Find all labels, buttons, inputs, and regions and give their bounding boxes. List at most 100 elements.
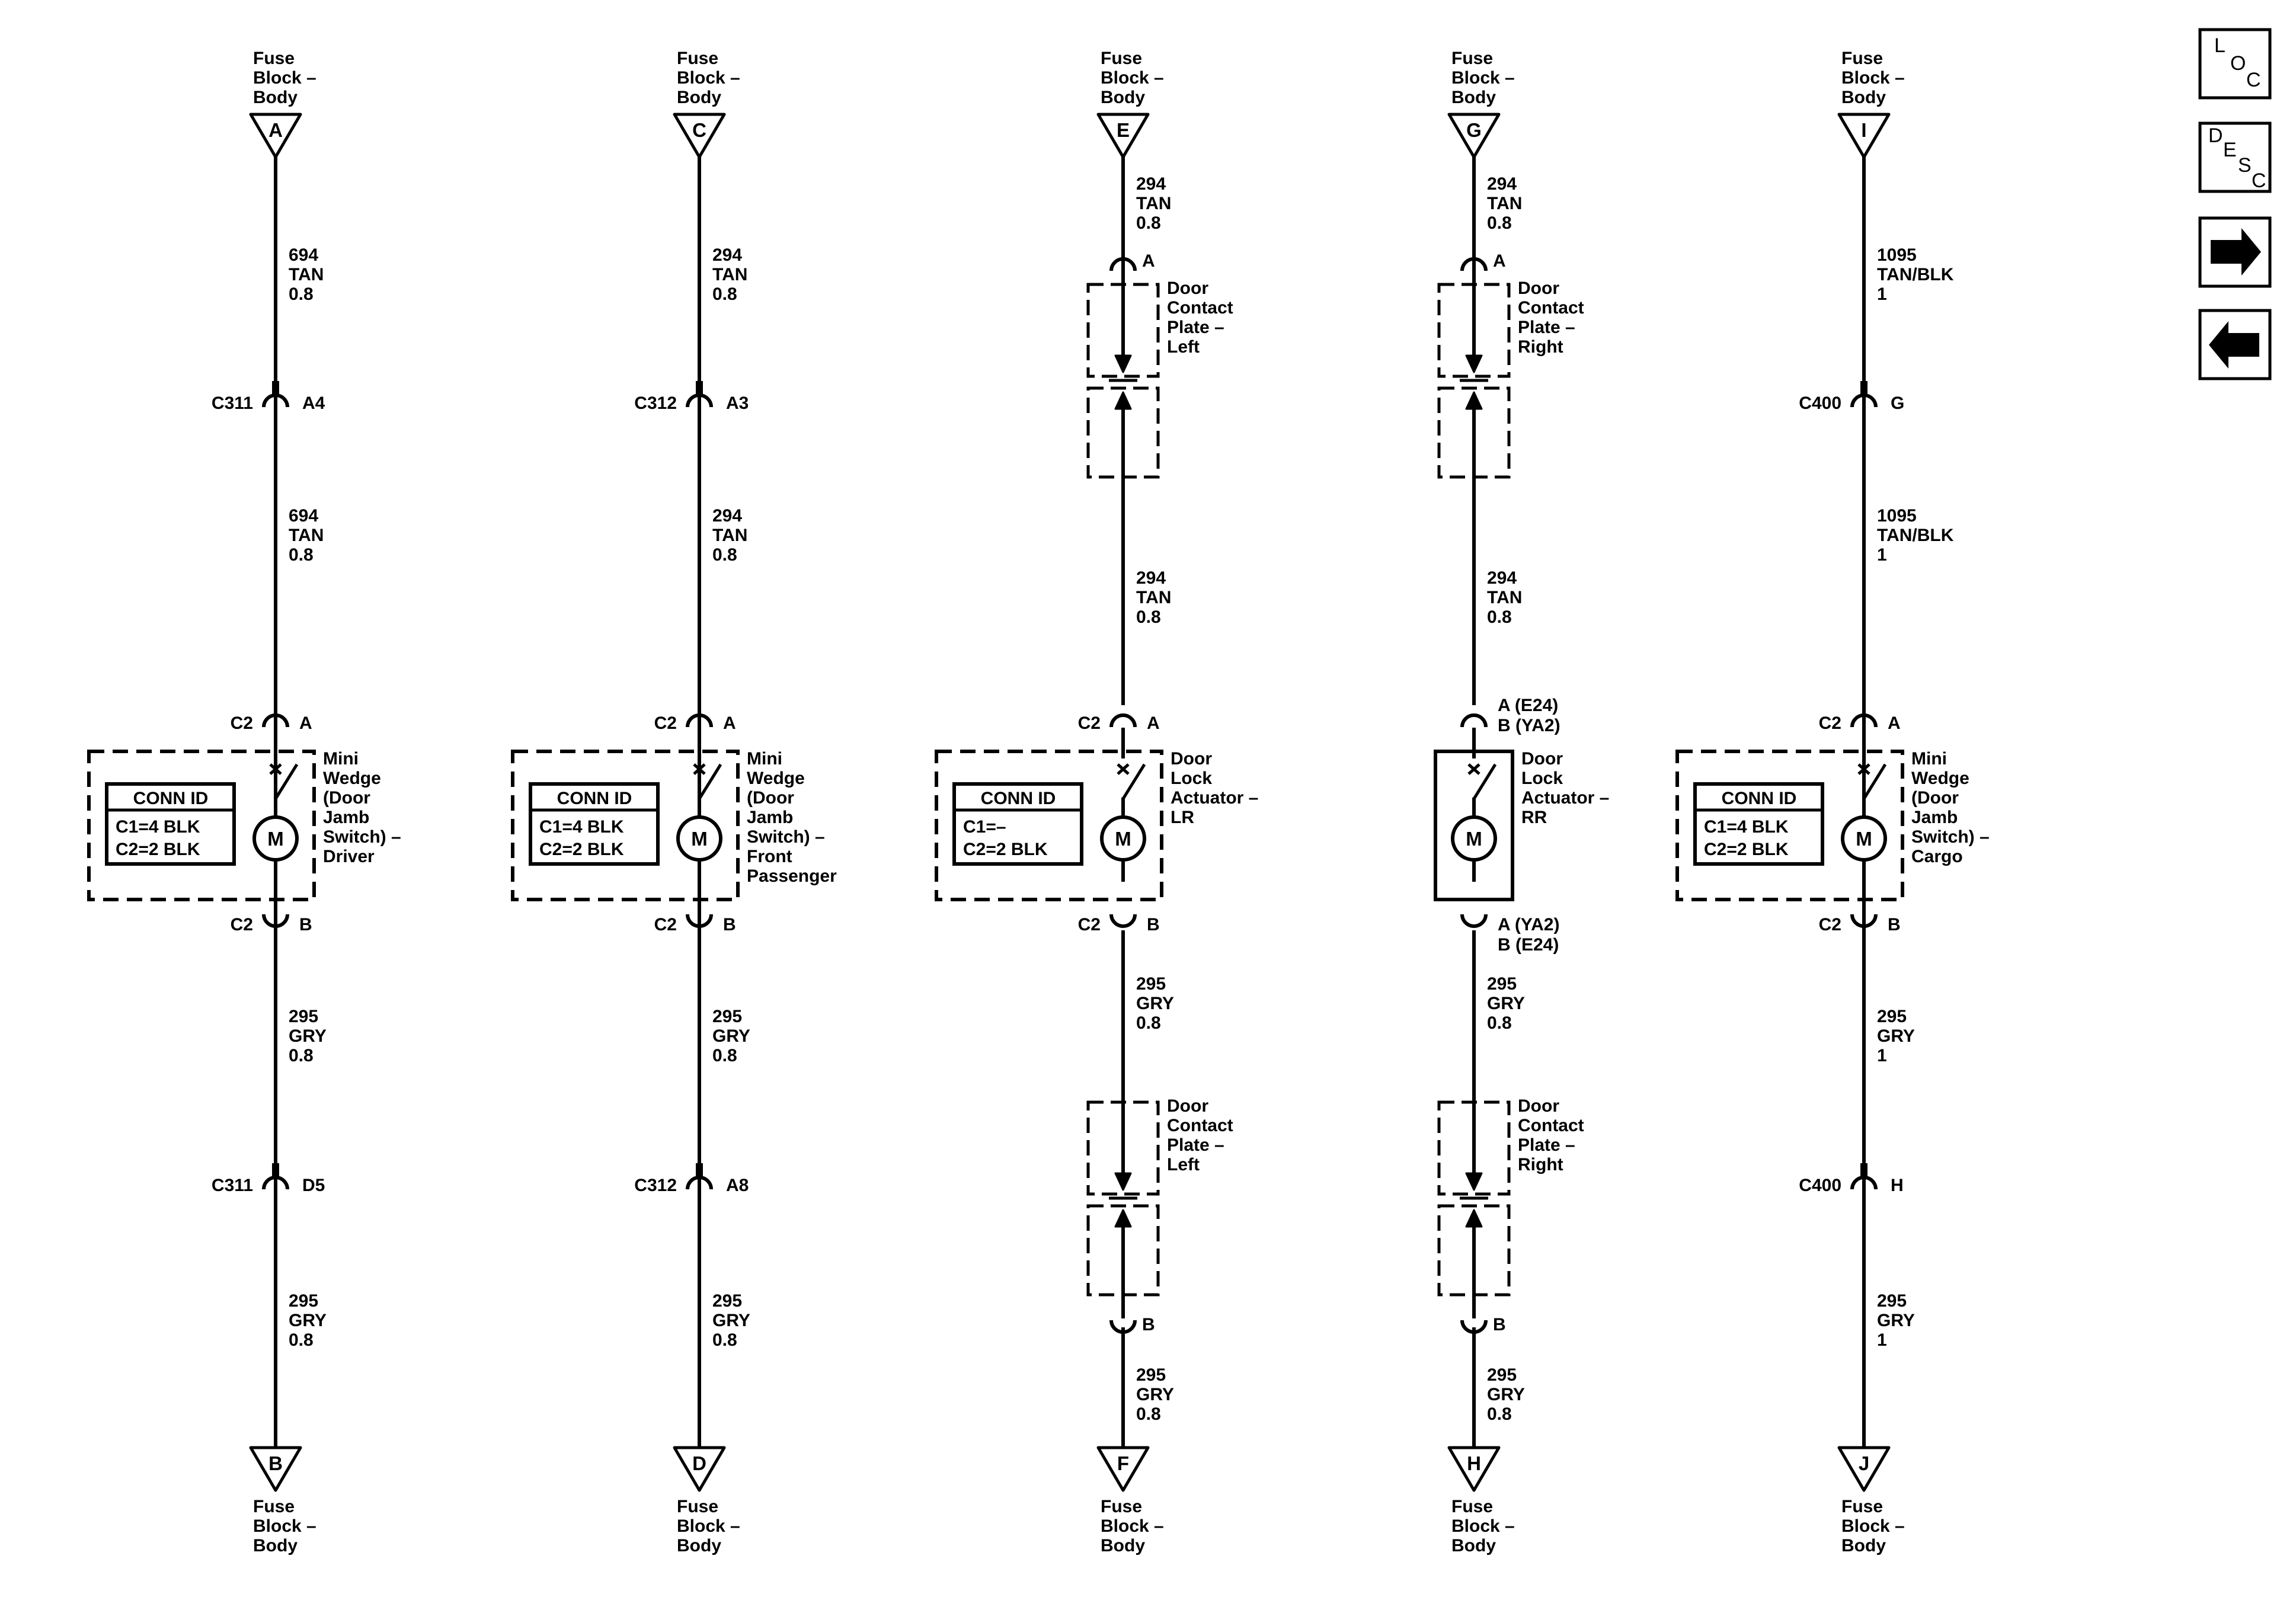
- connector-pin: B (YA2): [1498, 716, 1560, 735]
- bottom-fuse-terminal: D: [673, 1446, 726, 1492]
- contact-plate-label: Contact: [1518, 1116, 1584, 1135]
- component-label: Mini: [1911, 749, 1947, 769]
- contact-plate-label: Door: [1518, 1096, 1559, 1116]
- connector-pin: B: [299, 915, 312, 934]
- wire-label: TAN: [712, 526, 747, 545]
- top-fuse-label: Body: [677, 88, 721, 107]
- loc-button[interactable]: LOC: [2198, 28, 2272, 100]
- wire-label: GRY: [1487, 1385, 1525, 1404]
- wire-label: 0.8: [289, 284, 314, 304]
- loc-letter: O: [2230, 52, 2246, 75]
- wire-label: 0.8: [712, 545, 737, 565]
- wire-label: 294: [1136, 174, 1166, 194]
- component-label: Door: [1521, 749, 1563, 769]
- bottom-fuse-label: Body: [677, 1536, 721, 1555]
- wire-label: TAN: [1136, 588, 1171, 607]
- connector-label: C311: [212, 393, 253, 413]
- connector-pin: A (E24): [1498, 696, 1558, 715]
- component-label: (Door: [1911, 788, 1959, 808]
- conn-id-title: CONN ID: [557, 789, 632, 808]
- wire-label: 694: [289, 245, 318, 265]
- bottom-fuse-label: Body: [1101, 1536, 1145, 1555]
- conn-id-title: CONN ID: [133, 789, 209, 808]
- wire-label: GRY: [289, 1026, 327, 1046]
- top-fuse-label: Block –: [1451, 68, 1515, 88]
- wire-label: 0.8: [712, 1046, 737, 1065]
- bottom-fuse-label: Block –: [1451, 1516, 1515, 1536]
- wire-label: 295: [712, 1291, 742, 1311]
- fuse-letter: J: [1859, 1452, 1869, 1474]
- switch-motor-symbol: M: [1451, 728, 1497, 882]
- wire-label: 0.8: [1136, 213, 1161, 233]
- top-fuse-label: Body: [253, 88, 298, 107]
- conn-id-title: CONN ID: [1722, 789, 1797, 808]
- switch-motor-symbol: M: [252, 728, 299, 882]
- component-label: Passenger: [747, 866, 837, 886]
- conn-id-entry: C2=2 BLK: [539, 840, 624, 859]
- wire-label: 1: [1877, 284, 1887, 304]
- motor-label: M: [267, 828, 284, 850]
- component-label: Front: [747, 847, 792, 866]
- bottom-fuse-label: Body: [1451, 1536, 1496, 1555]
- connector-pin: B: [1888, 915, 1901, 934]
- contact-plate-label: Right: [1518, 337, 1563, 357]
- motor-label: M: [1856, 828, 1872, 850]
- forward-button[interactable]: [2198, 216, 2272, 288]
- wire-label: TAN: [1487, 194, 1522, 213]
- wire-label: 0.8: [1487, 607, 1512, 627]
- top-fuse-label: Fuse: [677, 49, 718, 68]
- top-fuse-terminal: E: [1096, 113, 1150, 159]
- contact-plate-label: Plate –: [1167, 1135, 1224, 1155]
- switch-motor-symbol: M: [1100, 728, 1146, 882]
- connector-pin: B (E24): [1498, 935, 1559, 955]
- component-label: Lock: [1171, 769, 1212, 788]
- connector-label: C311: [212, 1176, 253, 1195]
- component-label: RR: [1521, 808, 1547, 827]
- top-fuse-label: Block –: [1101, 68, 1164, 88]
- wire-label: GRY: [1877, 1026, 1915, 1046]
- connector-pin: A4: [302, 393, 325, 413]
- desc-letter: E: [2223, 139, 2237, 161]
- wire-label: TAN: [1136, 194, 1171, 213]
- bottom-fuse-label: Block –: [1101, 1516, 1164, 1536]
- contact-plate-label: Left: [1167, 1155, 1200, 1174]
- bottom-fuse-label: Fuse: [1101, 1497, 1142, 1516]
- wire-label: 0.8: [1136, 1013, 1161, 1033]
- back-button[interactable]: [2198, 309, 2272, 380]
- desc-letter: D: [2208, 124, 2223, 147]
- top-fuse-label: Body: [1451, 88, 1496, 107]
- connector-pin: D5: [302, 1176, 325, 1195]
- motor-label: M: [1466, 828, 1482, 850]
- wire-label: 294: [1136, 568, 1166, 588]
- wire-label: 295: [1136, 974, 1166, 994]
- top-fuse-label: Block –: [253, 68, 316, 88]
- bottom-fuse-terminal: F: [1096, 1446, 1150, 1492]
- terminal-pin: A: [1493, 251, 1506, 271]
- loc-letter: C: [2246, 69, 2261, 91]
- wire-label: GRY: [289, 1311, 327, 1330]
- component-label: Mini: [747, 749, 782, 769]
- wire-label: 0.8: [1487, 1404, 1512, 1424]
- connector-pin: H: [1891, 1176, 1904, 1195]
- connector-pin: A: [1888, 713, 1901, 733]
- fuse-letter: H: [1467, 1452, 1481, 1474]
- component-label: (Door: [747, 788, 794, 808]
- connector-label: C2: [1078, 915, 1101, 934]
- component-label: Wedge: [747, 769, 805, 788]
- top-fuse-label: Block –: [677, 68, 740, 88]
- wire-label: 294: [1487, 568, 1517, 588]
- bottom-fuse-label: Block –: [1841, 1516, 1905, 1536]
- contact-plate-label: Contact: [1167, 298, 1233, 318]
- wire-label: TAN: [289, 265, 324, 284]
- terminal-pin: A: [1142, 251, 1155, 271]
- bottom-fuse-label: Body: [253, 1536, 298, 1555]
- desc-letter: S: [2238, 154, 2252, 177]
- connector-pin: A: [723, 713, 736, 733]
